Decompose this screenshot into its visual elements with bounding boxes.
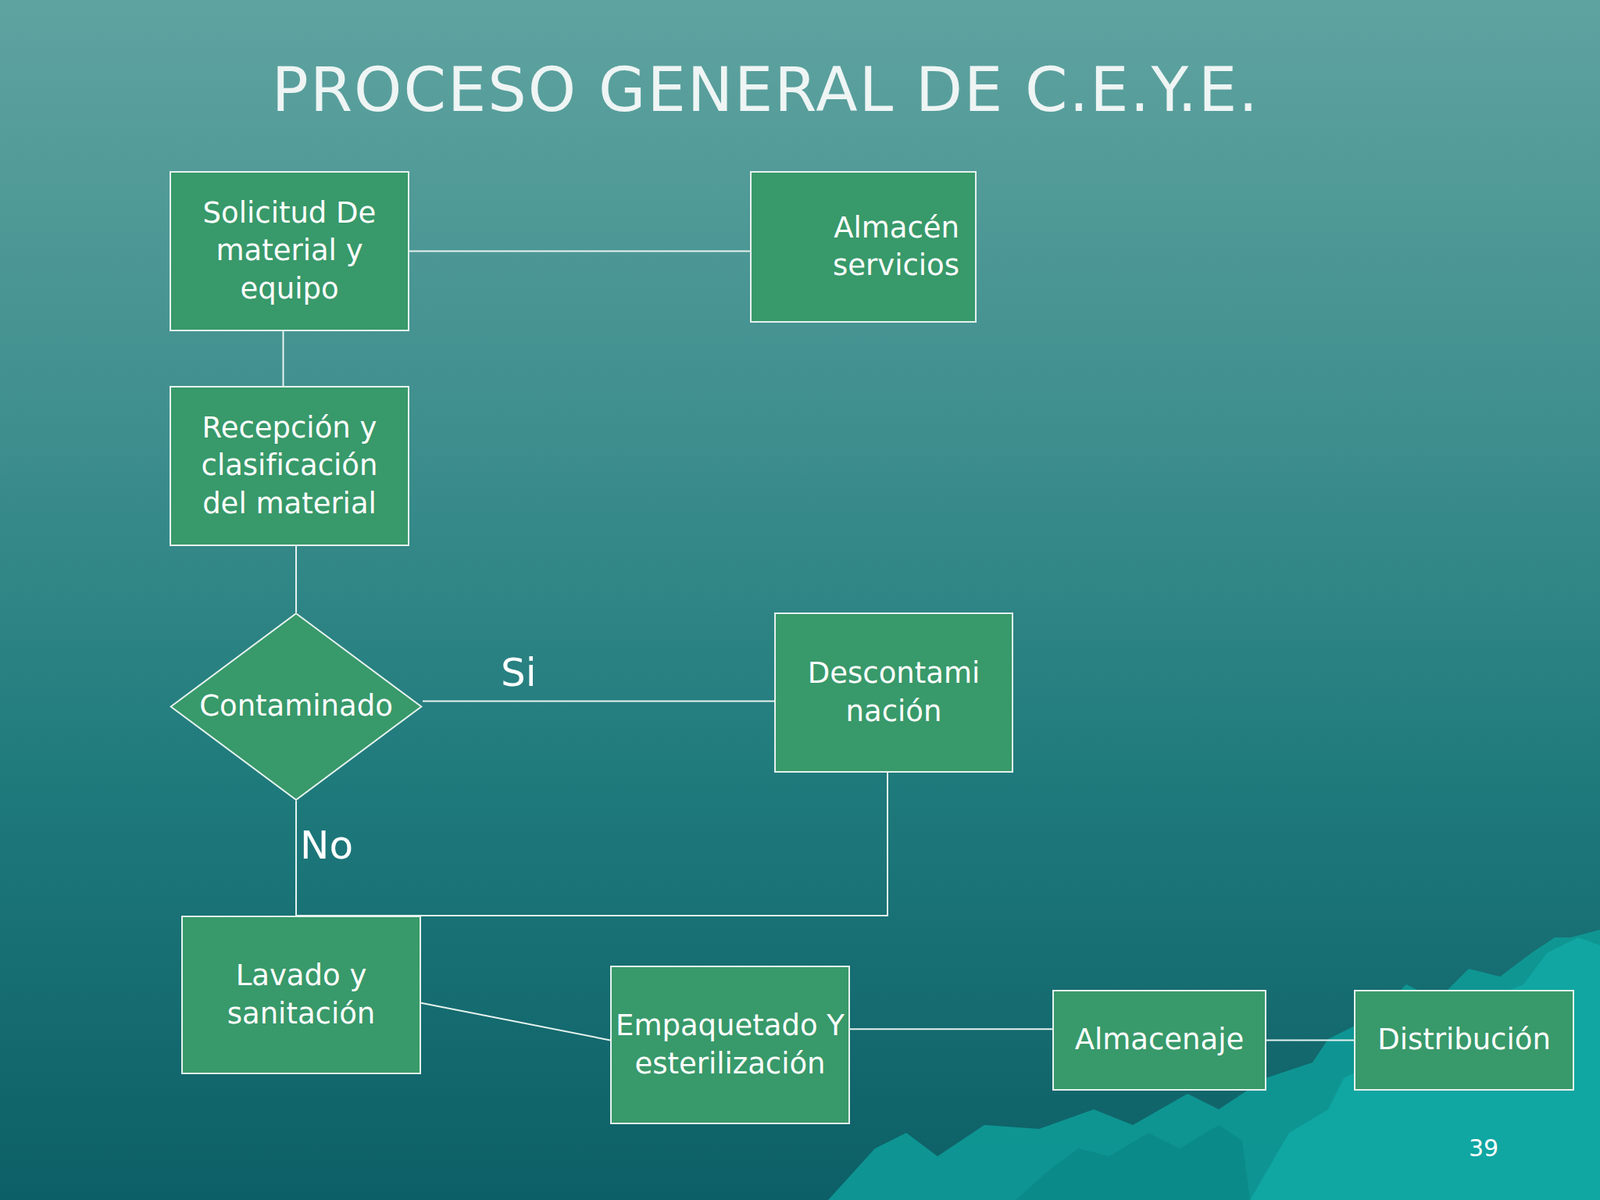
process-box: Almacenaje [1052,989,1267,1091]
node-text: Almacenaje [1053,1021,1265,1059]
page-number: 39 [1468,1134,1499,1162]
node-text: Lavado y sanitación [207,957,396,1033]
node-text: Almacén servicios [751,209,960,285]
mountain-shape [828,929,1600,1200]
edge-label: No [300,822,354,868]
connector-line [1266,1039,1354,1042]
storage-box: Almacén servicios [750,171,977,323]
node-text: Solicitud De material y equipo [197,194,382,308]
mountain-shape [1015,1125,1250,1200]
connector-line [282,331,285,386]
process-box: Descontami nación [774,612,1014,773]
node-text: Descontami nación [792,654,996,730]
node-text: Empaquetado Y esterilización [613,1007,848,1083]
node-text: Distribución [1355,1021,1573,1059]
mountain-shape [1250,937,1600,1200]
process-box: Lavado y sanitación [181,915,422,1075]
node-text: Recepción y clasificación del material [176,409,404,522]
connector-line [422,700,775,703]
connector-line [409,250,750,253]
process-box: Solicitud De material y equipo [169,171,410,332]
diamond-shape [171,613,422,800]
node-text: Contaminado [171,687,422,725]
process-box: Empaquetado Y esterilización [610,965,850,1125]
edge-label: Si [500,650,537,696]
connector-line [850,1028,1053,1030]
decision-diamond: Contaminado [169,612,423,801]
connector-line [295,546,297,613]
connector-line [295,800,297,916]
process-box: Distribución [1353,989,1575,1091]
process-box: Recepción y clasificación del material [169,385,410,547]
connector-line [421,1003,611,1041]
connector-line [296,772,888,916]
slide-title: PROCESO GENERAL DE C.E.Y.E. [156,54,1375,125]
